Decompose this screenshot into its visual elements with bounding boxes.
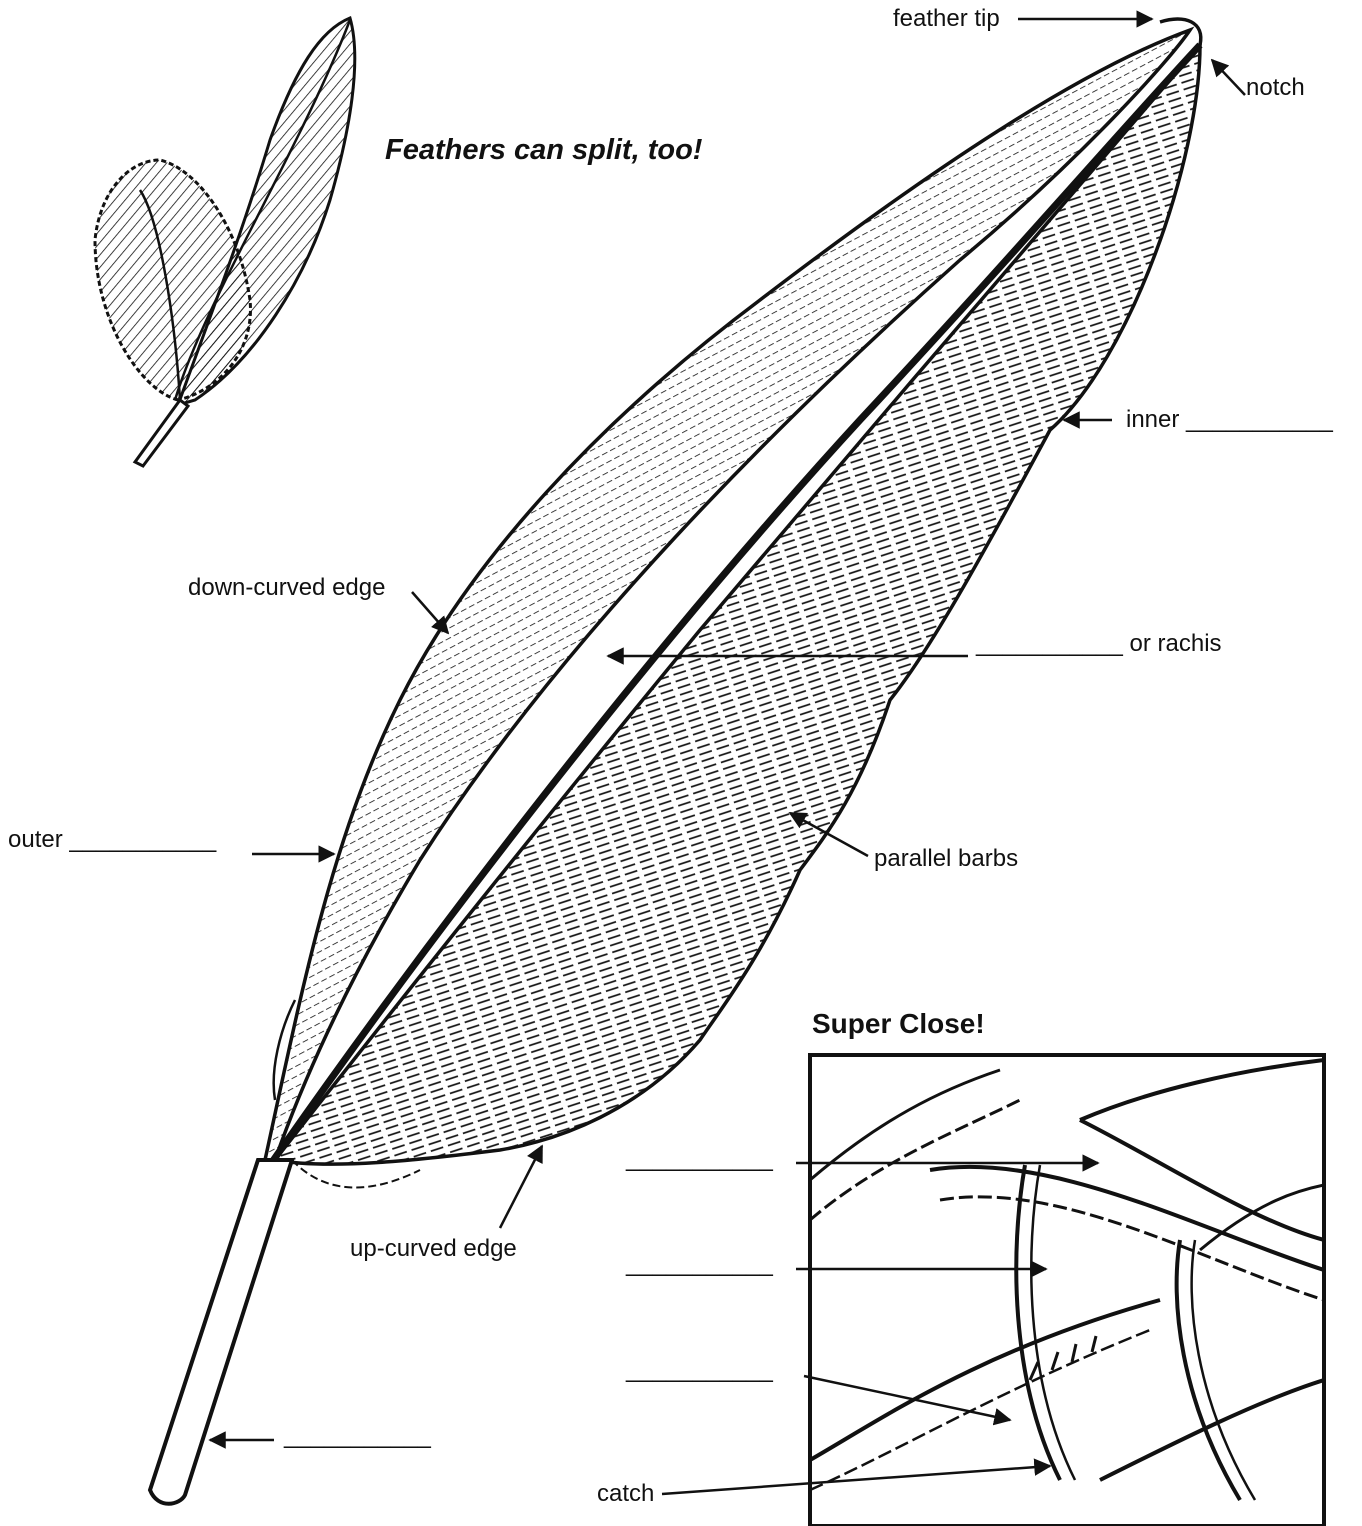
up-curved-edge-arrow — [500, 1146, 542, 1228]
down-curved-edge-arrow — [412, 592, 448, 633]
label-catch: catch — [597, 1480, 654, 1508]
label-rachis: ___________ or rachis — [976, 630, 1222, 658]
split-feather-title: Feathers can split, too! — [385, 134, 702, 167]
label-down-curved-edge: down-curved edge — [188, 574, 385, 602]
label-outer: outer ___________ — [8, 826, 216, 854]
label-closeup-blank-1: ___________ — [626, 1145, 773, 1173]
label-closeup-blank-2: ___________ — [626, 1250, 773, 1278]
closeup-title: Super Close! — [812, 1008, 985, 1040]
label-up-curved-edge: up-curved edge — [350, 1235, 517, 1263]
closeup-illustration — [810, 1055, 1324, 1526]
label-feather-tip: feather tip — [893, 5, 1000, 33]
label-inner: inner ___________ — [1126, 406, 1333, 434]
label-parallel-barbs: parallel barbs — [874, 845, 1018, 873]
label-closeup-blank-3: ___________ — [626, 1356, 773, 1384]
label-notch: notch — [1246, 74, 1305, 102]
notch-arrow — [1212, 60, 1245, 95]
label-quill-blank: ___________ — [284, 1422, 431, 1450]
split-feather-illustration — [95, 18, 355, 466]
